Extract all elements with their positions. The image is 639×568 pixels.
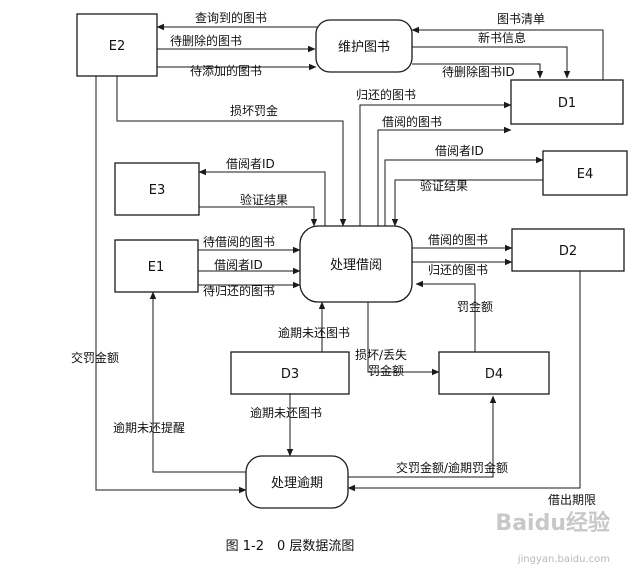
flow-line-borrowed-books-d1 (377, 126, 512, 226)
flow-line-due-date (347, 262, 581, 492)
label-pay-fine: 交罚金额 (71, 350, 119, 365)
label-borrower-id-e1: 借阅者ID (214, 258, 263, 272)
label-verify-result-e4: 验证结果 (420, 178, 468, 193)
flow-line-verify-result-e3 (199, 206, 318, 227)
store-d3-label: D3 (281, 367, 299, 382)
label-borrower-id-e3: 借阅者ID (226, 157, 275, 171)
label-books-to-delete: 待删除的图书 (170, 33, 242, 48)
label-query-books: 查询到的图书 (195, 10, 267, 25)
flow-line-damage-fine (116, 76, 347, 227)
entity-e4 (542, 150, 628, 196)
label-new-book-info: 新书信息 (478, 30, 526, 45)
flow-line-verify-result-e4 (391, 179, 543, 227)
store-d4 (438, 351, 550, 395)
flow-line-damage-loss-fine (367, 300, 440, 376)
label-damage-fine: 损坏罚金 (230, 103, 278, 118)
store-d1 (510, 79, 624, 125)
flow-line-borrower-id-e4 (384, 156, 544, 226)
flow-line-book-list (411, 26, 604, 83)
figure-caption: 图 1-2 0 层数据流图 (226, 539, 355, 554)
flow-line-overdue-reminder (149, 291, 246, 473)
label-book-list: 图书清单 (497, 12, 545, 26)
entity-e4-label: E4 (577, 167, 594, 182)
label-overdue-unreturned-d3: 逾期未还图书 (250, 405, 322, 420)
label-due-date: 借出期限 (548, 493, 596, 507)
label-paid-overdue-fine: 交罚金额/逾期罚金额 (396, 460, 508, 475)
label-books-to-return: 待归还的图书 (203, 283, 275, 298)
process-handle-overdue (245, 455, 349, 509)
flow-line-paid-overdue-fine (348, 395, 497, 478)
label-delete-book-id: 待删除图书ID (442, 64, 515, 79)
store-d1-label: D1 (558, 96, 576, 111)
process-handle-overdue-label: 处理逾期 (271, 476, 323, 491)
label-returned-books-d1: 归还的图书 (356, 87, 416, 102)
flow-line-pay-fine (95, 76, 247, 494)
entity-e1 (114, 239, 199, 293)
watermark-brand: Baidu经验 (495, 510, 610, 536)
store-d4-label: D4 (485, 367, 503, 382)
flow-line-fine-amount (415, 280, 476, 352)
label-returned-books-d2: 归还的图书 (428, 262, 488, 277)
label-books-to-borrow: 待借阅的图书 (203, 234, 275, 249)
label-overdue-reminder: 逾期未还提醒 (113, 420, 185, 435)
entity-e2 (76, 13, 158, 77)
entity-e3 (114, 162, 200, 216)
store-d3 (230, 351, 350, 395)
process-handle-borrow-label: 处理借阅 (330, 258, 382, 273)
label-borrowed-books-d2: 借阅的图书 (428, 232, 488, 247)
entity-e2-label: E2 (109, 39, 126, 54)
entity-e1-label: E1 (148, 260, 165, 275)
process-handle-borrow (299, 225, 413, 303)
label-verify-result-e3: 验证结果 (240, 192, 288, 207)
entity-e3-label: E3 (149, 183, 166, 198)
label-borrowed-books-d1: 借阅的图书 (382, 114, 442, 129)
label-fine-amount: 罚金额 (457, 299, 493, 314)
store-d2 (511, 228, 625, 272)
process-maintain-books-label: 维护图书 (338, 40, 390, 55)
flow-line-borrower-id-e3 (198, 168, 326, 226)
flow-line-returned-books-d1 (359, 101, 512, 226)
label-books-to-add: 待添加的图书 (190, 63, 262, 78)
process-maintain-books (315, 19, 413, 73)
label-damage-loss-line1: 损坏/丢失 (355, 347, 407, 362)
store-d2-label: D2 (559, 244, 577, 259)
flow-line-delete-book-id (412, 63, 544, 79)
watermark-url: jingyan.baidu.com (517, 554, 610, 565)
label-overdue-unreturned-borrow: 逾期未还图书 (278, 325, 350, 340)
label-borrower-id-e4: 借阅者ID (435, 144, 484, 158)
label-damage-loss-line2: 罚金额 (368, 363, 404, 378)
flow-line-new-book-info (412, 46, 571, 79)
